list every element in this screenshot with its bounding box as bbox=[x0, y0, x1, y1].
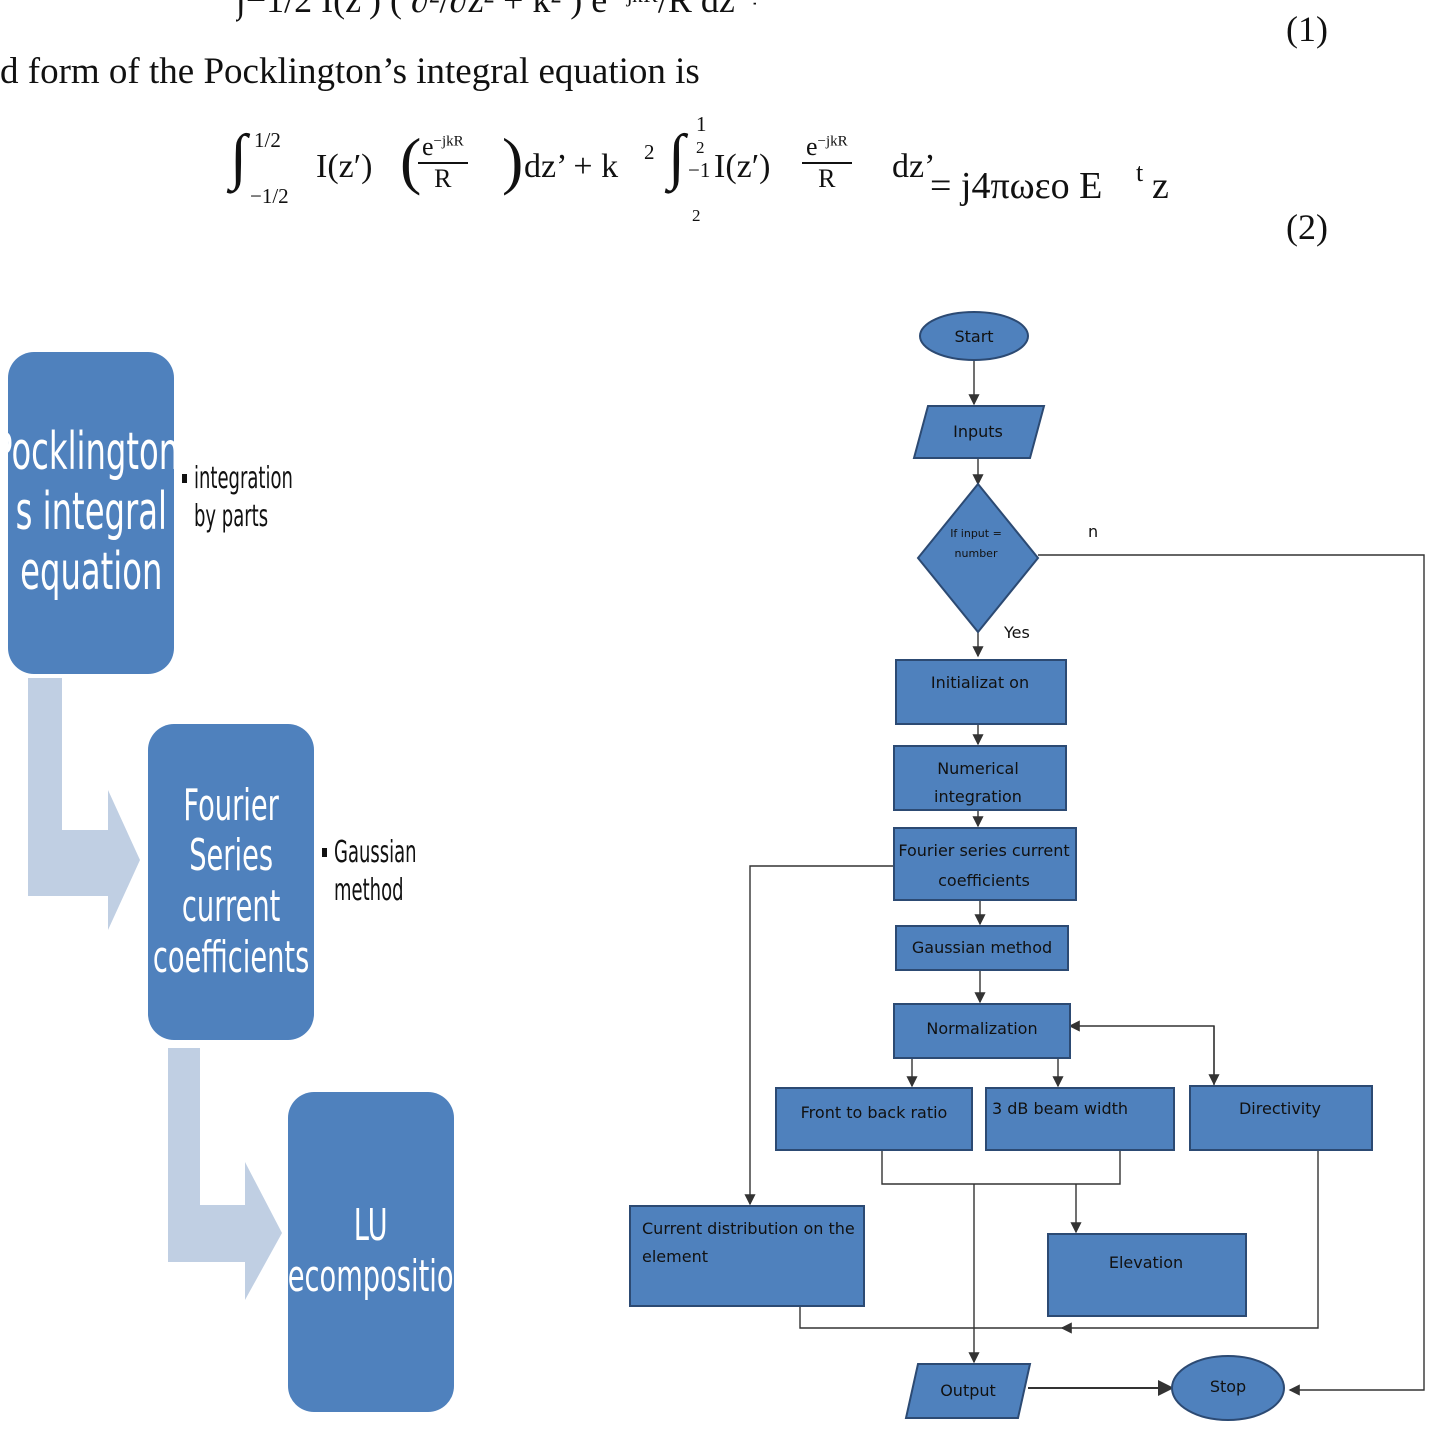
flow-fourier-line2: coefficients bbox=[938, 871, 1030, 890]
rhs-exponent: t bbox=[1136, 158, 1144, 187]
int2-upper-num: 1 bbox=[696, 112, 707, 136]
flow-normalization-label: Normalization bbox=[926, 1019, 1037, 1038]
right-paren: ) bbox=[502, 125, 524, 196]
int2-lower-num: −1 bbox=[688, 158, 711, 182]
int2-upper-den: 2 bbox=[696, 138, 705, 157]
flow-normalization bbox=[893, 1003, 1071, 1059]
equation-1-number: (1) bbox=[1286, 9, 1328, 49]
body-paragraph: d form of the Pocklington’s integral equ… bbox=[0, 51, 700, 92]
equation-1-fragment: ∫−1/2 I(z′) ( ∂²/∂z² + k² ) e⁻ʲᵏᴿ/R dz′ … bbox=[236, 0, 756, 38]
flow-stop bbox=[1171, 1355, 1285, 1421]
flow-elevation bbox=[1047, 1233, 1247, 1317]
process-arrow-2 bbox=[168, 1048, 282, 1300]
equation-rhs: = j4πωεo E bbox=[930, 165, 1103, 207]
flow-initialization-label: Initializat on bbox=[931, 673, 1029, 692]
flow-output bbox=[904, 1363, 1032, 1419]
flow-numerical-line1: Numerical bbox=[937, 759, 1019, 778]
flow-decision bbox=[916, 482, 1040, 634]
flow-current-line1: Current distribution on the bbox=[642, 1219, 855, 1238]
term2-dz: dz’ bbox=[892, 148, 936, 185]
flow-no-label: n bbox=[1088, 522, 1098, 541]
flow-directivity bbox=[1189, 1085, 1373, 1151]
equation-2: ∫ 1/2 −1/2 I(z′) ( e−jkR R ) dz’ + k 2 ∫… bbox=[230, 112, 1230, 238]
term1-dz-plus-k: dz’ + k bbox=[524, 148, 619, 185]
flow-numerical-line2: integration bbox=[934, 787, 1022, 806]
flow-start bbox=[919, 311, 1029, 361]
integral-sign-1: ∫ bbox=[230, 123, 247, 191]
k-exponent: 2 bbox=[644, 140, 655, 164]
flow-current-distribution bbox=[629, 1205, 865, 1307]
flow-gaussian bbox=[895, 925, 1069, 971]
flow-elevation-label: Elevation bbox=[1109, 1253, 1183, 1272]
equation-1-text: ∫−1/2 I(z′) ( ∂²/∂z² + k² ) e⁻ʲᵏᴿ/R dz′ … bbox=[236, 0, 756, 20]
flow-fourier-coefficients bbox=[893, 827, 1077, 901]
left-paren: ( bbox=[400, 125, 422, 196]
int1-upper-limit: 1/2 bbox=[254, 128, 281, 152]
term1-current: I(z′) bbox=[316, 148, 373, 185]
flow-beam-width bbox=[985, 1087, 1175, 1151]
int1-lower-limit: −1/2 bbox=[250, 184, 289, 208]
process-box-pocklington: Pocklington’ s integral equation bbox=[0, 352, 189, 674]
flow-fourier-line1: Fourier series current bbox=[898, 841, 1069, 860]
flow-inputs bbox=[912, 405, 1046, 459]
flow-directivity-label: Directivity bbox=[1239, 1099, 1321, 1118]
term2-current: I(z′) bbox=[714, 148, 771, 185]
fraction-2: e−jkR R bbox=[802, 132, 852, 194]
process-arrow-1 bbox=[28, 678, 140, 930]
process-box-lu: LU decomposition bbox=[271, 1092, 471, 1412]
flow-output-label: Output bbox=[940, 1381, 996, 1400]
flow-stop-label: Stop bbox=[1210, 1377, 1246, 1396]
flow-beam-width-label: 3 dB beam width bbox=[992, 1099, 1128, 1118]
rhs-end: z bbox=[1152, 165, 1169, 207]
int2-lower-den: 2 bbox=[692, 206, 701, 225]
integral-sign-2: ∫ bbox=[668, 123, 685, 191]
bullet-gaussian-method: Gaussian method bbox=[322, 834, 472, 909]
flow-front-to-back bbox=[775, 1087, 973, 1151]
flow-front-to-back-label: Front to back ratio bbox=[801, 1103, 948, 1122]
process-arrows bbox=[28, 678, 282, 1300]
flow-numerical-integration bbox=[893, 745, 1067, 811]
process-box-fourier: Fourier Series current coefficients bbox=[148, 724, 314, 1040]
flow-initialization bbox=[895, 659, 1067, 725]
flow-inputs-label: Inputs bbox=[953, 422, 1003, 441]
flow-decision-line1: If input = bbox=[950, 527, 1002, 540]
flow-decision-line2: number bbox=[955, 547, 998, 560]
fraction-1: e−jkR R bbox=[418, 132, 468, 194]
flow-current-line2: element bbox=[642, 1247, 708, 1266]
equation-2-number: (2) bbox=[1286, 207, 1328, 247]
bullet-integration-by-parts: integration by parts bbox=[182, 460, 359, 535]
flow-yes-label: Yes bbox=[1003, 623, 1030, 642]
flow-start-label: Start bbox=[954, 327, 993, 346]
flow-gaussian-label: Gaussian method bbox=[912, 938, 1052, 957]
